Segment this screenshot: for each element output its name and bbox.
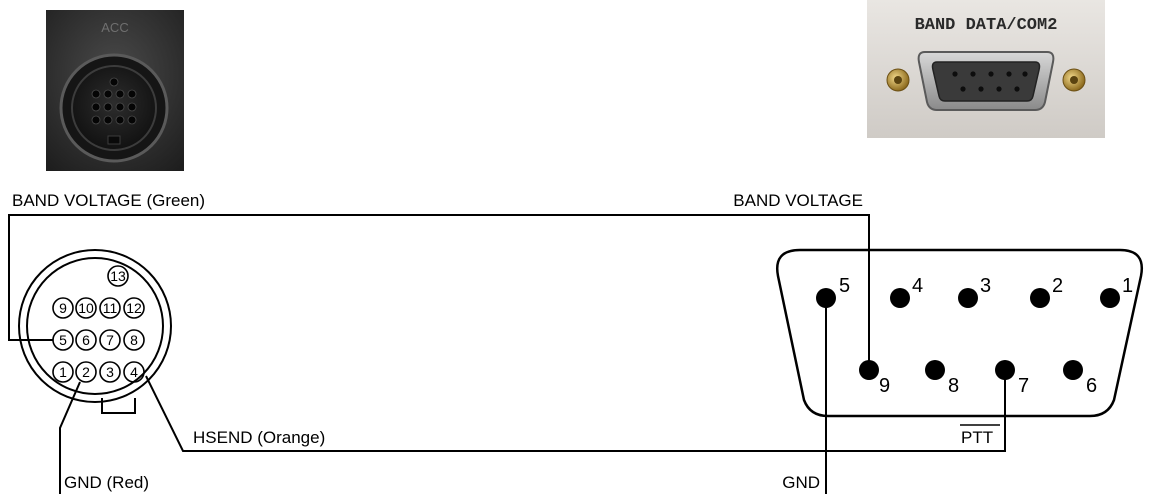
db9-pin-7: 7 — [1018, 375, 1029, 397]
acc-pin-7: 7 — [106, 332, 114, 348]
db9-connector-diagram — [776, 248, 1144, 418]
db9-pin-5: 5 — [839, 275, 850, 297]
acc-pin-6: 6 — [82, 332, 90, 348]
acc-pin-12: 12 — [126, 300, 142, 316]
db9-pin-1: 1 — [1122, 275, 1133, 297]
acc-pin-2: 2 — [82, 364, 90, 380]
label-gnd: GND — [782, 473, 820, 492]
label-ptt: PTT — [961, 428, 993, 447]
label-band-voltage: BAND VOLTAGE — [733, 191, 863, 210]
db9-pin-9: 9 — [879, 375, 890, 397]
label-gnd-red: GND (Red) — [64, 473, 149, 492]
db9-pin-6: 6 — [1086, 375, 1097, 397]
acc-pin-3: 3 — [106, 364, 114, 380]
acc-pin-5: 5 — [59, 332, 67, 348]
acc-pin-1: 1 — [59, 364, 67, 380]
db9-connector-photo: BAND DATA/COM2 — [867, 0, 1105, 138]
acc-pin-8: 8 — [130, 332, 138, 348]
acc-pin-4: 4 — [130, 364, 138, 380]
label-band-voltage-green: BAND VOLTAGE (Green) — [12, 191, 205, 210]
db9-pin-2: 2 — [1052, 275, 1063, 297]
db9-pins — [816, 288, 1120, 380]
acc-pin-13: 13 — [110, 268, 126, 284]
wire-hsend-ptt — [145, 370, 1006, 452]
acc-pin-10: 10 — [78, 300, 94, 316]
acc-panel-label: ACC — [101, 20, 128, 35]
acc-pin-11: 11 — [103, 300, 118, 316]
wire-gnd — [59, 381, 81, 494]
db9-panel-label: BAND DATA/COM2 — [915, 16, 1058, 35]
db9-pin-8: 8 — [948, 375, 959, 397]
wire-band-voltage — [8, 214, 870, 370]
label-hsend-orange: HSEND (Orange) — [193, 428, 325, 447]
db9-pin-4: 4 — [912, 275, 923, 297]
acc-pins — [52, 265, 145, 383]
acc-pin-9: 9 — [59, 300, 67, 316]
acc-connector-diagram — [18, 249, 172, 414]
acc-connector-photo: ACC — [46, 10, 184, 171]
db9-pin-3: 3 — [980, 275, 991, 297]
